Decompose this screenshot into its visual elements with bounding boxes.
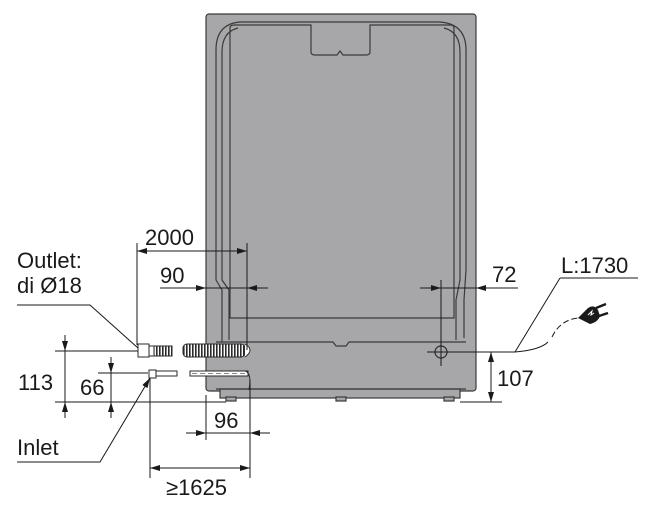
- svg-text:72: 72: [492, 262, 516, 287]
- svg-text:L:1730: L:1730: [561, 253, 628, 278]
- outlet-callout: Outlet: di Ø18: [17, 248, 139, 349]
- dimension-right-offset: 72: [420, 262, 518, 340]
- svg-text:di Ø18: di Ø18: [17, 273, 82, 298]
- svg-text:Outlet:: Outlet:: [17, 248, 82, 273]
- svg-text:Inlet: Inlet: [17, 435, 59, 460]
- dimension-cable-length: L:1730: [514, 253, 638, 353]
- plug-icon: [578, 302, 609, 324]
- dimension-cable-height: 107: [455, 351, 534, 403]
- dimension-drain-hose-length: 2000: [136, 225, 248, 350]
- svg-text:≥1625: ≥1625: [166, 475, 227, 500]
- svg-text:113: 113: [18, 370, 53, 395]
- dimension-inlet-hose-length: ≥1625: [149, 378, 251, 500]
- inlet-callout: Inlet: [17, 377, 151, 463]
- svg-text:2000: 2000: [145, 225, 194, 250]
- svg-text:66: 66: [80, 375, 104, 400]
- dimension-inlet-height: 66: [80, 357, 148, 418]
- dimension-outlet-height: 113: [18, 335, 226, 418]
- dimension-left-offset: 90: [160, 263, 268, 291]
- dimension-depth-offset: 96: [186, 380, 270, 440]
- drain-hose: [137, 343, 251, 358]
- svg-text:107: 107: [497, 366, 534, 391]
- svg-text:90: 90: [160, 263, 184, 288]
- inlet-hose: [148, 369, 251, 391]
- svg-text:96: 96: [214, 408, 238, 433]
- dishwasher-body: [205, 13, 477, 402]
